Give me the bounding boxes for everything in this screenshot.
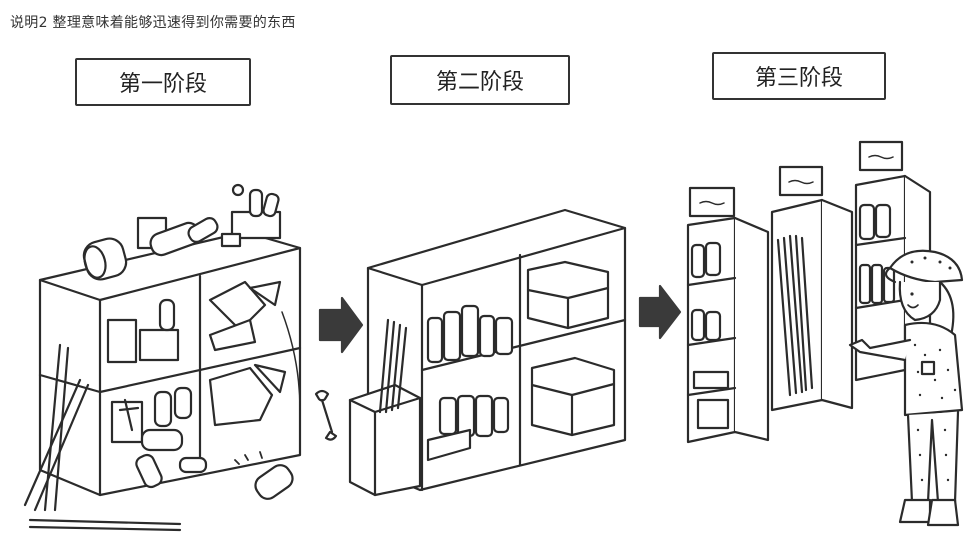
wrench-icon bbox=[314, 389, 338, 441]
arrow-right-icon bbox=[638, 284, 682, 340]
worker-figure bbox=[848, 249, 964, 527]
stage-2-label: 第二阶段 bbox=[390, 55, 570, 105]
figure-caption: 说明2 整理意味着能够迅速得到你需要的东西 bbox=[10, 15, 296, 31]
stage-3-labeled-cabinets bbox=[686, 140, 932, 444]
stage-2-sorted-shelf bbox=[348, 208, 627, 497]
stage-1-messy-shelf bbox=[23, 183, 338, 532]
stage-3-label: 第三阶段 bbox=[712, 52, 886, 100]
arrow-right-icon bbox=[318, 296, 364, 354]
stage-1-label: 第一阶段 bbox=[75, 58, 251, 106]
